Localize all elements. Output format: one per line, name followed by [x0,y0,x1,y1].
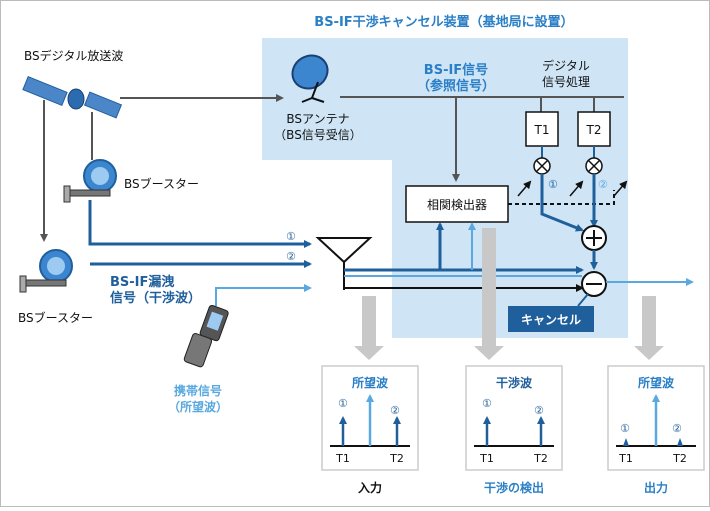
t2-box-label: T2 [586,123,602,137]
multiplier-2-icon [585,157,603,175]
adder-icon [581,225,607,251]
panel-detect-x1: T1 [479,452,494,465]
correlation-detector-box [405,185,509,223]
cancel-badge [508,306,594,332]
cancel-pointer [577,293,589,307]
bs-booster-top-icon [63,159,117,203]
gain-arrow-1 [517,180,532,197]
panel-input-caption: 入力 [358,480,382,495]
digital-proc-label-2: 信号処理 [542,75,590,89]
bs-booster-top-label: BSブースター [124,176,199,191]
panel-output-mark-1: ① [620,422,630,435]
bs-antenna-dish-icon [291,54,329,103]
gain-arrow-3 [613,180,628,197]
leak-label-1: BS-IF漏洩 [110,274,174,290]
panel-output: 所望波 ① ② T1 T2 出力 [607,365,705,495]
t2-box [577,111,611,147]
mobile-signal-line [215,284,312,306]
leak-line-2-mark: ② [286,250,296,263]
panel-output-bar-1 [623,438,629,446]
mult-2-mark: ② [598,178,608,191]
panel-detect-mark-2: ② [534,404,544,417]
panel-detect-caption: 干渉の検出 [484,480,544,495]
panel-output-bar-2 [677,438,683,446]
panel-input: 所望波 ① ② T1 T2 入力 [321,365,419,495]
panel-detect-mark-1: ① [482,397,492,410]
panel-detect-box [465,365,563,471]
bs-digital-label: BSデジタル放送波 [24,48,123,63]
leak-line-1-mark: ① [286,230,296,243]
mobile-label-2: （所望波） [168,399,228,414]
panel-output-title: 所望波 [638,375,675,390]
bsif-signal-label-2: （参照信号） [417,78,495,94]
panel-detect: 干渉波 ① ② T1 T2 干渉の検出 [465,365,563,495]
leak-label-2: 信号（干渉波） [110,290,201,306]
bsif-signal-label-1: BS-IF信号 [424,62,488,78]
gain-arrow-2 [569,180,584,197]
gray-arrow-detect [474,228,504,360]
panel-output-mark-2: ② [672,422,682,435]
panel-input-x2: T2 [389,452,404,465]
panel-output-caption: 出力 [644,480,668,495]
panel-input-x1: T1 [335,452,350,465]
cancel-label: キャンセル [521,313,581,327]
device-title: BS-IF干渉キャンセル装置（基地局に設置） [314,14,573,30]
satellite-icon [22,75,123,119]
gray-arrow-output [634,296,664,360]
bs-antenna-label-1: BSアンテナ [286,112,349,126]
mult-1-mark: ① [548,178,558,191]
panel-input-mark-2: ② [390,404,400,417]
bs-booster-left-label: BSブースター [18,310,93,325]
subtractor-icon [581,271,607,297]
t1-box-label: T1 [534,123,550,137]
panel-input-title: 所望波 [352,375,389,390]
mult1-to-adder [540,174,584,232]
bs-booster-left-icon [19,249,73,293]
mobile-phone-icon [183,304,229,368]
panel-output-x1: T1 [618,452,633,465]
panel-output-x2: T2 [672,452,687,465]
leak-line-1 [88,200,312,248]
bs-antenna-label-2: （BS信号受信） [274,128,362,142]
mobile-label-1: 携帯信号 [174,383,222,398]
panel-input-mark-1: ① [338,397,348,410]
digital-proc-label-1: デジタル [542,58,590,73]
gray-arrow-input [354,296,384,360]
multiplier-1-icon [533,157,551,175]
panel-detect-title: 干渉波 [496,375,533,390]
correlation-detector-label: 相関検出器 [427,198,487,212]
panel-detect-x2: T2 [533,452,548,465]
